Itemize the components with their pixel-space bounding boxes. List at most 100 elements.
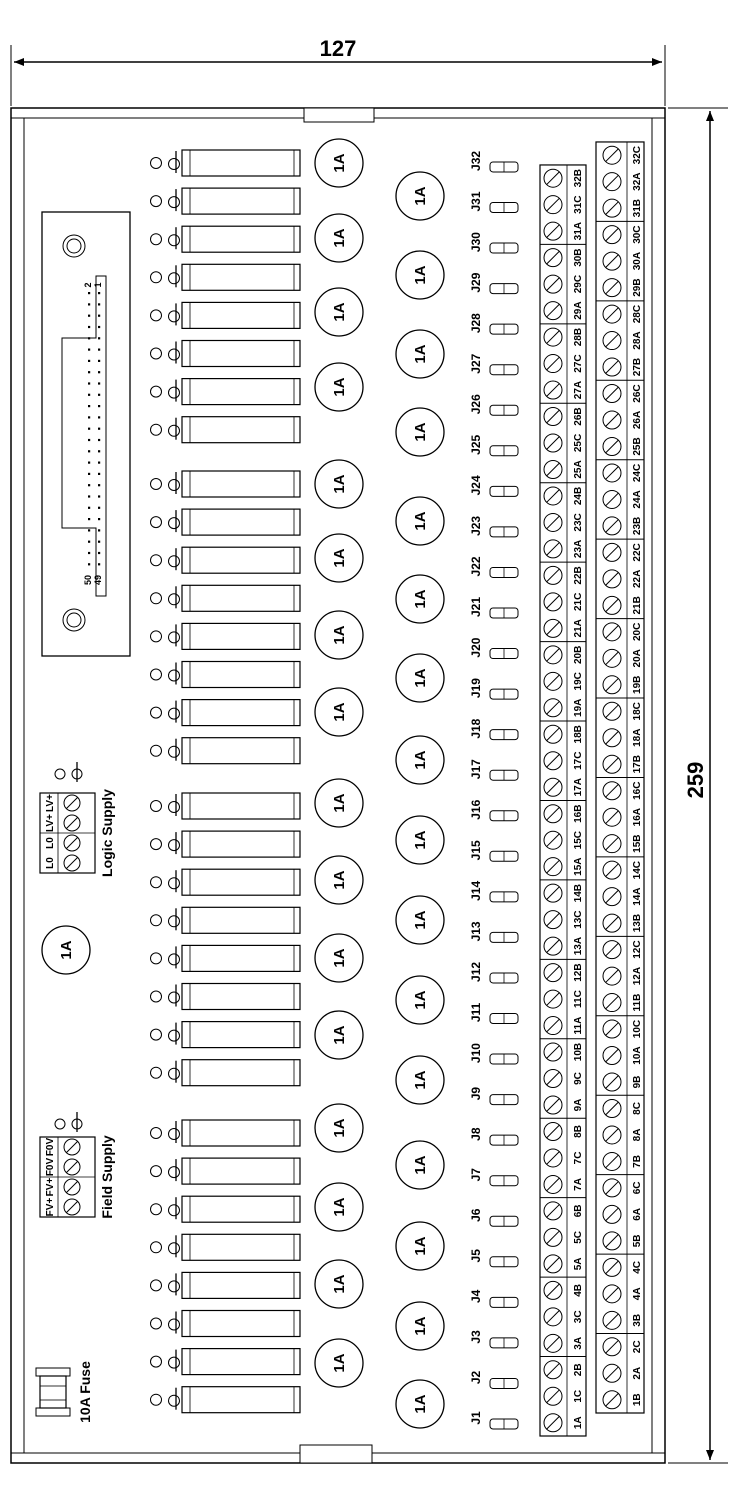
relay-body <box>181 1119 301 1147</box>
connector-pin <box>88 393 91 396</box>
terminal-right-label: 20A <box>632 649 643 667</box>
relay-row <box>150 187 301 215</box>
terminal-right-screw <box>602 622 622 642</box>
fuse-1a: 1A <box>395 329 445 379</box>
fuse-label: 1A <box>331 1118 348 1137</box>
terminal-right-label: 26C <box>632 384 643 402</box>
terminal-right-screw <box>602 225 622 245</box>
fuse-label: 1A <box>331 1353 348 1372</box>
fuse-label: 1A <box>412 422 429 441</box>
terminal-right-screw <box>602 1098 622 1118</box>
terminal-left-label: 10B <box>573 1043 584 1061</box>
fuse-1a: 1A <box>395 1379 445 1429</box>
terminal-left-screw <box>543 1386 563 1406</box>
relay-body <box>181 1059 301 1087</box>
connector-pin <box>98 405 101 408</box>
relay-row <box>150 1157 301 1185</box>
jumper-8: J8 <box>469 1127 519 1146</box>
terminal-left-screw <box>543 486 563 506</box>
relay-body <box>181 660 301 689</box>
relay-body <box>181 1309 301 1338</box>
terminal-right-screw <box>602 331 622 351</box>
relay-body <box>181 1195 301 1223</box>
relay-body <box>181 906 301 934</box>
terminal-left-screw <box>543 168 563 188</box>
terminal-right-screw <box>602 569 622 589</box>
fuse-label: 1A <box>412 1070 429 1089</box>
jumper-32: J32 <box>469 151 519 173</box>
terminal-left-screw <box>543 221 563 241</box>
fuse-1a: 1A <box>314 459 364 509</box>
relay-body <box>181 622 301 651</box>
fuse-1a: 1A <box>395 653 445 703</box>
fuse-1a: 1A <box>395 496 445 546</box>
terminal-right-label: 28A <box>632 331 643 349</box>
fuse-label: 1A <box>331 625 348 644</box>
jumper-label: J5 <box>469 1249 483 1263</box>
terminal-right-screw <box>602 1390 622 1410</box>
jumper-7: J7 <box>469 1168 519 1187</box>
terminal-right-label: 18C <box>632 702 643 720</box>
terminal-right-screw <box>602 860 622 880</box>
terminal-right-label: 19B <box>632 676 643 694</box>
terminal-right-label: 1B <box>632 1393 643 1406</box>
terminal-left-label: 6B <box>573 1205 584 1218</box>
connector-pin <box>98 371 101 374</box>
relay-body <box>181 584 301 612</box>
main-fuse-10a: 10A Fuse <box>35 1361 93 1423</box>
terminal-left-screw <box>543 1333 563 1353</box>
jumper-19: J19 <box>469 678 519 700</box>
connector-pin <box>88 461 91 464</box>
terminal-left-label: 15A <box>573 858 584 876</box>
terminal-left-label: 26B <box>573 407 584 425</box>
relay-column <box>150 149 301 1414</box>
terminal-left-label: 8B <box>573 1125 584 1138</box>
terminal-left-screw <box>543 963 563 983</box>
relay-body <box>181 1233 301 1261</box>
terminal-left-label: 19C <box>573 672 584 690</box>
terminal-left-screw <box>543 830 563 850</box>
jumper-label: J1 <box>469 1411 483 1425</box>
jumper-label: J25 <box>469 434 483 454</box>
height-dimension: 259 <box>668 107 728 1464</box>
jumper-5: J5 <box>469 1249 519 1268</box>
jumper-16: J16 <box>469 799 519 822</box>
terminal-left-label: 14B <box>573 884 584 902</box>
terminal-left-label: 23C <box>573 513 584 531</box>
terminal-left-screw <box>543 1280 563 1300</box>
terminal-right-screw <box>602 913 622 933</box>
relay-row <box>150 660 301 689</box>
connector-pin <box>88 348 91 351</box>
terminal-right-screw <box>602 1125 622 1145</box>
connector-pin <box>98 303 101 306</box>
terminal-right-screw <box>602 198 622 218</box>
terminal-left-screw <box>543 592 563 612</box>
connector-pin <box>88 314 91 317</box>
jumper-label: J27 <box>469 353 483 373</box>
fuse-label: 1A <box>331 793 348 812</box>
connector-pin <box>98 450 101 453</box>
terminal-left-label: 27A <box>573 381 584 399</box>
terminal-right-label: 26A <box>632 411 643 429</box>
relay-row <box>150 1309 301 1338</box>
terminal-right-screw <box>602 384 622 404</box>
fuse-1a: 1A <box>314 138 364 188</box>
terminal-right-screw <box>602 516 622 536</box>
relay-body <box>181 737 301 765</box>
fuse-1a: 1A <box>314 687 364 737</box>
terminal-right-label: 8A <box>632 1129 643 1142</box>
terminal-left-label: 21C <box>573 593 584 611</box>
jumper-label: J29 <box>469 272 483 292</box>
jumper-label: J6 <box>469 1208 483 1222</box>
terminal-right-label: 27B <box>632 358 643 376</box>
terminal-left-screw <box>543 407 563 427</box>
terminal-right-label: 14A <box>632 887 643 905</box>
jumper-label: J30 <box>469 232 483 252</box>
jumper-18: J18 <box>469 718 519 741</box>
terminal-right-label: 13B <box>632 914 643 932</box>
terminal-right-screw <box>602 834 622 854</box>
fuse-label: 1A <box>331 702 348 721</box>
fuse-1a: 1A <box>314 1259 364 1309</box>
fuse-label: 1A <box>331 377 348 396</box>
